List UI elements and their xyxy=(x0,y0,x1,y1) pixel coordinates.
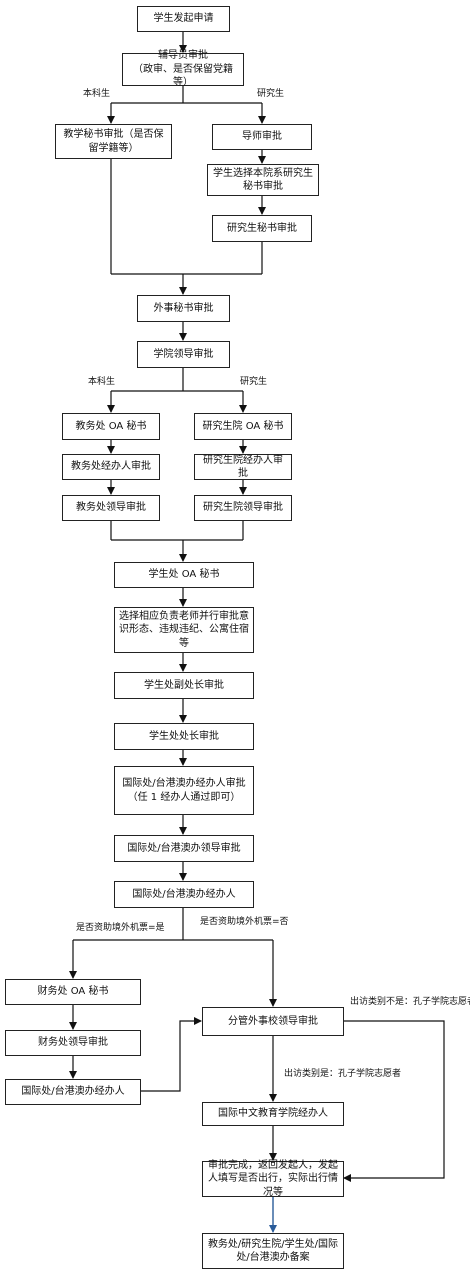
node-finance-leader-label: 财务处领导审批 xyxy=(38,1037,108,1049)
node-confucius-handler: 国际中文教育学院经办人 xyxy=(202,1102,344,1126)
node-academic-secretary-label: 教学秘书审批（是否保留学籍等） xyxy=(63,129,164,154)
label-undergrad-2: 本科生 xyxy=(88,377,116,387)
node-student-office-deputy-label: 学生处副处长审批 xyxy=(144,679,224,691)
node-student-office-parallel-label: 选择相应负责老师并行审批意识形态、违规违纪、公寓住宿等 xyxy=(119,610,249,649)
node-student-office-deputy: 学生处副处长审批 xyxy=(114,672,254,699)
node-academic-oa: 教务处 OA 秘书 xyxy=(62,413,160,440)
node-counselor: 辅导员审批 （政审、是否保留党籍等） xyxy=(122,50,244,88)
node-student-office-parallel: 选择相应负责老师并行审批意识形态、违规违纪、公寓住宿等 xyxy=(114,607,254,653)
node-intl-handler-2-label: 国际处/台港澳办经办人 xyxy=(132,888,236,900)
node-advisor-label: 导师审批 xyxy=(242,131,282,143)
label-graduate-1: 研究生 xyxy=(257,89,285,99)
node-intl-handler-2: 国际处/台港澳办经办人 xyxy=(114,881,254,908)
node-intl-handler-note: （任 1 经办人通过即可） xyxy=(127,791,241,803)
node-intl-leader-label: 国际处/台港澳办领导审批 xyxy=(127,842,241,854)
label-undergrad-1: 本科生 xyxy=(83,89,111,99)
node-student-office-oa: 学生处 OA 秘书 xyxy=(114,562,254,588)
node-intl-handler-3-label: 国际处/台港澳办经办人 xyxy=(21,1086,125,1098)
node-foreign-affairs-leader: 分管外事校领导审批 xyxy=(202,1007,344,1036)
node-foreign-affairs-leader-label: 分管外事校领导审批 xyxy=(228,1015,318,1027)
node-grad-oa-label: 研究生院 OA 秘书 xyxy=(202,420,284,432)
node-finance-oa: 财务处 OA 秘书 xyxy=(5,979,141,1005)
node-finance-leader: 财务处领导审批 xyxy=(5,1030,141,1056)
node-complete-label: 审批完成，返回发起人，发起人填写是否出行，实际出行情况等 xyxy=(208,1159,338,1198)
node-academic-oa-label: 教务处 OA 秘书 xyxy=(75,420,147,432)
label-graduate-2: 研究生 xyxy=(240,377,268,387)
node-school-leader-label: 学院领导审批 xyxy=(153,348,214,360)
node-grad-secretary: 研究生秘书审批 xyxy=(212,215,312,242)
node-counselor-label: 辅导员审批 xyxy=(158,50,208,62)
node-academic-secretary: 教学秘书审批（是否保留学籍等） xyxy=(55,124,172,159)
node-intl-handler: 国际处/台港澳办经办人审批 （任 1 经办人通过即可） xyxy=(114,766,254,815)
node-academic-leader-label: 教务处领导审批 xyxy=(76,502,146,514)
node-foreign-secretary: 外事秘书审批 xyxy=(137,295,230,322)
node-grad-handler-label: 研究生院经办人审批 xyxy=(203,454,283,480)
node-grad-secretary-label: 研究生秘书审批 xyxy=(227,222,297,234)
label-visit-not-confucius: 出访类别不是：孔子学院志愿者 xyxy=(350,997,470,1007)
node-intl-leader: 国际处/台港澳办领导审批 xyxy=(114,835,254,862)
node-start: 学生发起申请 xyxy=(137,6,230,32)
node-choose-grad-secretary-label: 学生选择本院系研究生秘书审批 xyxy=(213,167,313,193)
label-funded-no: 是否资助境外机票=否 xyxy=(200,917,289,927)
node-student-office-head: 学生处处长审批 xyxy=(114,723,254,750)
node-grad-leader-label: 研究生院领导审批 xyxy=(203,502,283,514)
node-advisor: 导师审批 xyxy=(212,124,312,150)
node-grad-handler: 研究生院经办人审批 xyxy=(194,454,292,480)
node-counselor-note: （政审、是否保留党籍等） xyxy=(133,63,233,89)
node-complete: 审批完成，返回发起人，发起人填写是否出行，实际出行情况等 xyxy=(202,1159,344,1198)
node-school-leader: 学院领导审批 xyxy=(137,341,230,368)
node-intl-handler-label: 国际处/台港澳办经办人审批 xyxy=(122,778,246,789)
node-student-office-oa-label: 学生处 OA 秘书 xyxy=(148,569,220,581)
node-archive-label: 教务处/研究生院/学生处/国际处/台港澳办备案 xyxy=(207,1238,339,1264)
node-academic-handler-label: 教务处经办人审批 xyxy=(71,461,151,473)
node-academic-leader: 教务处领导审批 xyxy=(62,495,160,521)
node-academic-handler: 教务处经办人审批 xyxy=(62,454,160,480)
node-student-office-head-label: 学生处处长审批 xyxy=(149,730,219,742)
node-choose-grad-secretary: 学生选择本院系研究生秘书审批 xyxy=(207,164,319,196)
node-archive: 教务处/研究生院/学生处/国际处/台港澳办备案 xyxy=(202,1233,344,1269)
node-finance-oa-label: 财务处 OA 秘书 xyxy=(37,986,109,998)
label-funded-yes: 是否资助境外机票=是 xyxy=(76,923,165,933)
node-grad-leader: 研究生院领导审批 xyxy=(194,495,292,521)
node-grad-oa: 研究生院 OA 秘书 xyxy=(194,413,292,440)
node-start-label: 学生发起申请 xyxy=(153,13,214,25)
label-visit-confucius: 出访类别是：孔子学院志愿者 xyxy=(284,1069,402,1079)
node-confucius-handler-label: 国际中文教育学院经办人 xyxy=(218,1108,328,1120)
node-foreign-secretary-label: 外事秘书审批 xyxy=(153,302,214,314)
node-intl-handler-3: 国际处/台港澳办经办人 xyxy=(5,1079,141,1105)
